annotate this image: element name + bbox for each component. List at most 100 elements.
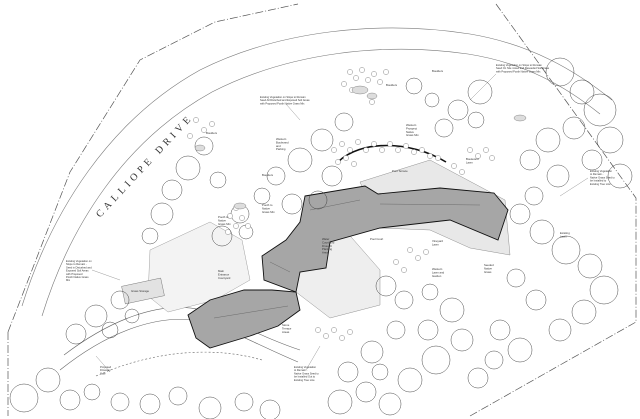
note-top-right: Existing Vegetation on Slope to Remain S… xyxy=(496,63,550,73)
tree-canopy xyxy=(378,392,402,416)
shrub xyxy=(359,67,365,73)
tree-canopy xyxy=(525,289,547,311)
tree-canopy xyxy=(83,383,101,401)
shrub xyxy=(415,255,421,261)
label-western-lawn: Western Lawn and Garden xyxy=(432,267,445,278)
tree-canopy xyxy=(101,321,119,339)
tree-canopy xyxy=(421,283,439,301)
shrub xyxy=(395,147,401,153)
label-low-center: Stone Terrace Areas xyxy=(282,323,292,334)
shrub xyxy=(411,149,417,155)
shrub xyxy=(351,161,357,167)
tree-canopy xyxy=(581,149,603,171)
shrub xyxy=(377,79,383,85)
tree-canopy xyxy=(161,179,183,201)
shrub xyxy=(347,329,353,335)
tree-canopy xyxy=(405,77,423,95)
tree-canopy xyxy=(447,99,469,121)
note-bottom-center: Existing Vegetation to Remain - Native G… xyxy=(294,365,319,382)
shrub xyxy=(201,127,207,133)
tree-canopy xyxy=(253,187,271,205)
tree-canopy xyxy=(110,392,130,412)
tree-canopy xyxy=(467,111,485,129)
note-top-center: Existing Vegetation on Slope to Remain S… xyxy=(260,95,310,105)
tree-canopy xyxy=(506,268,526,288)
shrub xyxy=(451,163,457,169)
tree-canopy xyxy=(175,155,201,181)
shrub xyxy=(467,147,473,153)
boulder-groups xyxy=(194,85,527,210)
tree-canopy xyxy=(571,299,597,325)
shrub xyxy=(371,141,377,147)
shrub xyxy=(403,143,409,149)
tree-canopy xyxy=(589,275,619,305)
tree-canopy xyxy=(545,57,575,87)
tree-canopy xyxy=(569,79,595,105)
shrub xyxy=(401,267,407,273)
shrub xyxy=(245,223,251,229)
tree-canopy xyxy=(535,127,561,153)
shrub xyxy=(353,75,359,81)
shrub xyxy=(343,155,349,161)
shrub xyxy=(227,213,233,219)
tree-canopy xyxy=(386,320,406,340)
shrub xyxy=(363,147,369,153)
property-line xyxy=(7,3,637,417)
tree-canopy xyxy=(397,367,423,393)
house-main xyxy=(261,185,509,293)
tree-canopy xyxy=(150,202,174,226)
shrub xyxy=(419,147,425,153)
tree-canopy xyxy=(141,227,159,245)
shrub-clusters xyxy=(187,67,495,341)
shrub xyxy=(335,159,341,165)
shrub xyxy=(483,147,489,153)
tree-canopy xyxy=(489,319,511,341)
shrub xyxy=(347,69,353,75)
label-boulders-right: Boulders xyxy=(432,69,444,73)
shrub xyxy=(489,155,495,161)
label-boulders-top: Boulders xyxy=(386,83,398,87)
entry-lawn xyxy=(147,221,251,313)
label-grass-storage: Grass Storage xyxy=(131,289,149,293)
label-boulders-left: Boulders xyxy=(206,131,218,135)
tree-canopy xyxy=(360,340,384,364)
tree-canopy xyxy=(168,386,188,406)
shrub xyxy=(347,147,353,153)
tree-canopy xyxy=(439,297,465,323)
leader-lines xyxy=(91,73,589,373)
shrub xyxy=(239,215,245,221)
tree-canopy xyxy=(467,79,493,105)
shrub xyxy=(407,247,413,253)
label-vineyard-lawn: Vineyard Lawn xyxy=(432,239,444,246)
tree-canopy xyxy=(194,136,214,156)
label-boulevard-lawn: Boulevard Lawn xyxy=(466,157,479,164)
tree-canopy xyxy=(35,367,61,393)
tree-canopy xyxy=(124,308,140,324)
drawing-notes: Existing Vegetation on Slope to Remain S… xyxy=(66,63,615,382)
label-east-lawn: Existing Lawn xyxy=(560,231,571,238)
label-near-right: Seeded Native Grass xyxy=(484,263,494,274)
tree-canopy xyxy=(583,93,617,127)
tree-canopy xyxy=(334,112,354,132)
tree-canopy xyxy=(234,392,254,412)
tree-canopy xyxy=(484,350,504,370)
shrub xyxy=(209,121,215,127)
tree-canopy xyxy=(577,253,603,279)
shrub xyxy=(339,335,345,341)
tree-canopy xyxy=(551,235,581,265)
tree-canopy xyxy=(596,126,624,154)
shrub xyxy=(387,141,393,147)
tree-canopy xyxy=(110,290,130,310)
garage-wing xyxy=(187,289,301,349)
tree-canopy xyxy=(308,190,328,210)
tree-canopy xyxy=(321,165,343,187)
tree-canopy xyxy=(394,290,414,310)
grass-storage-pad xyxy=(121,277,165,305)
road-calliope-drive xyxy=(21,27,613,317)
shrub xyxy=(435,155,441,161)
shrub xyxy=(187,133,193,139)
tree-canopy xyxy=(424,92,440,108)
tree-canopy xyxy=(607,163,633,189)
label-native-grass-mid: Pooth to Native Grass Mix xyxy=(262,203,275,214)
building-footprint xyxy=(187,185,509,349)
